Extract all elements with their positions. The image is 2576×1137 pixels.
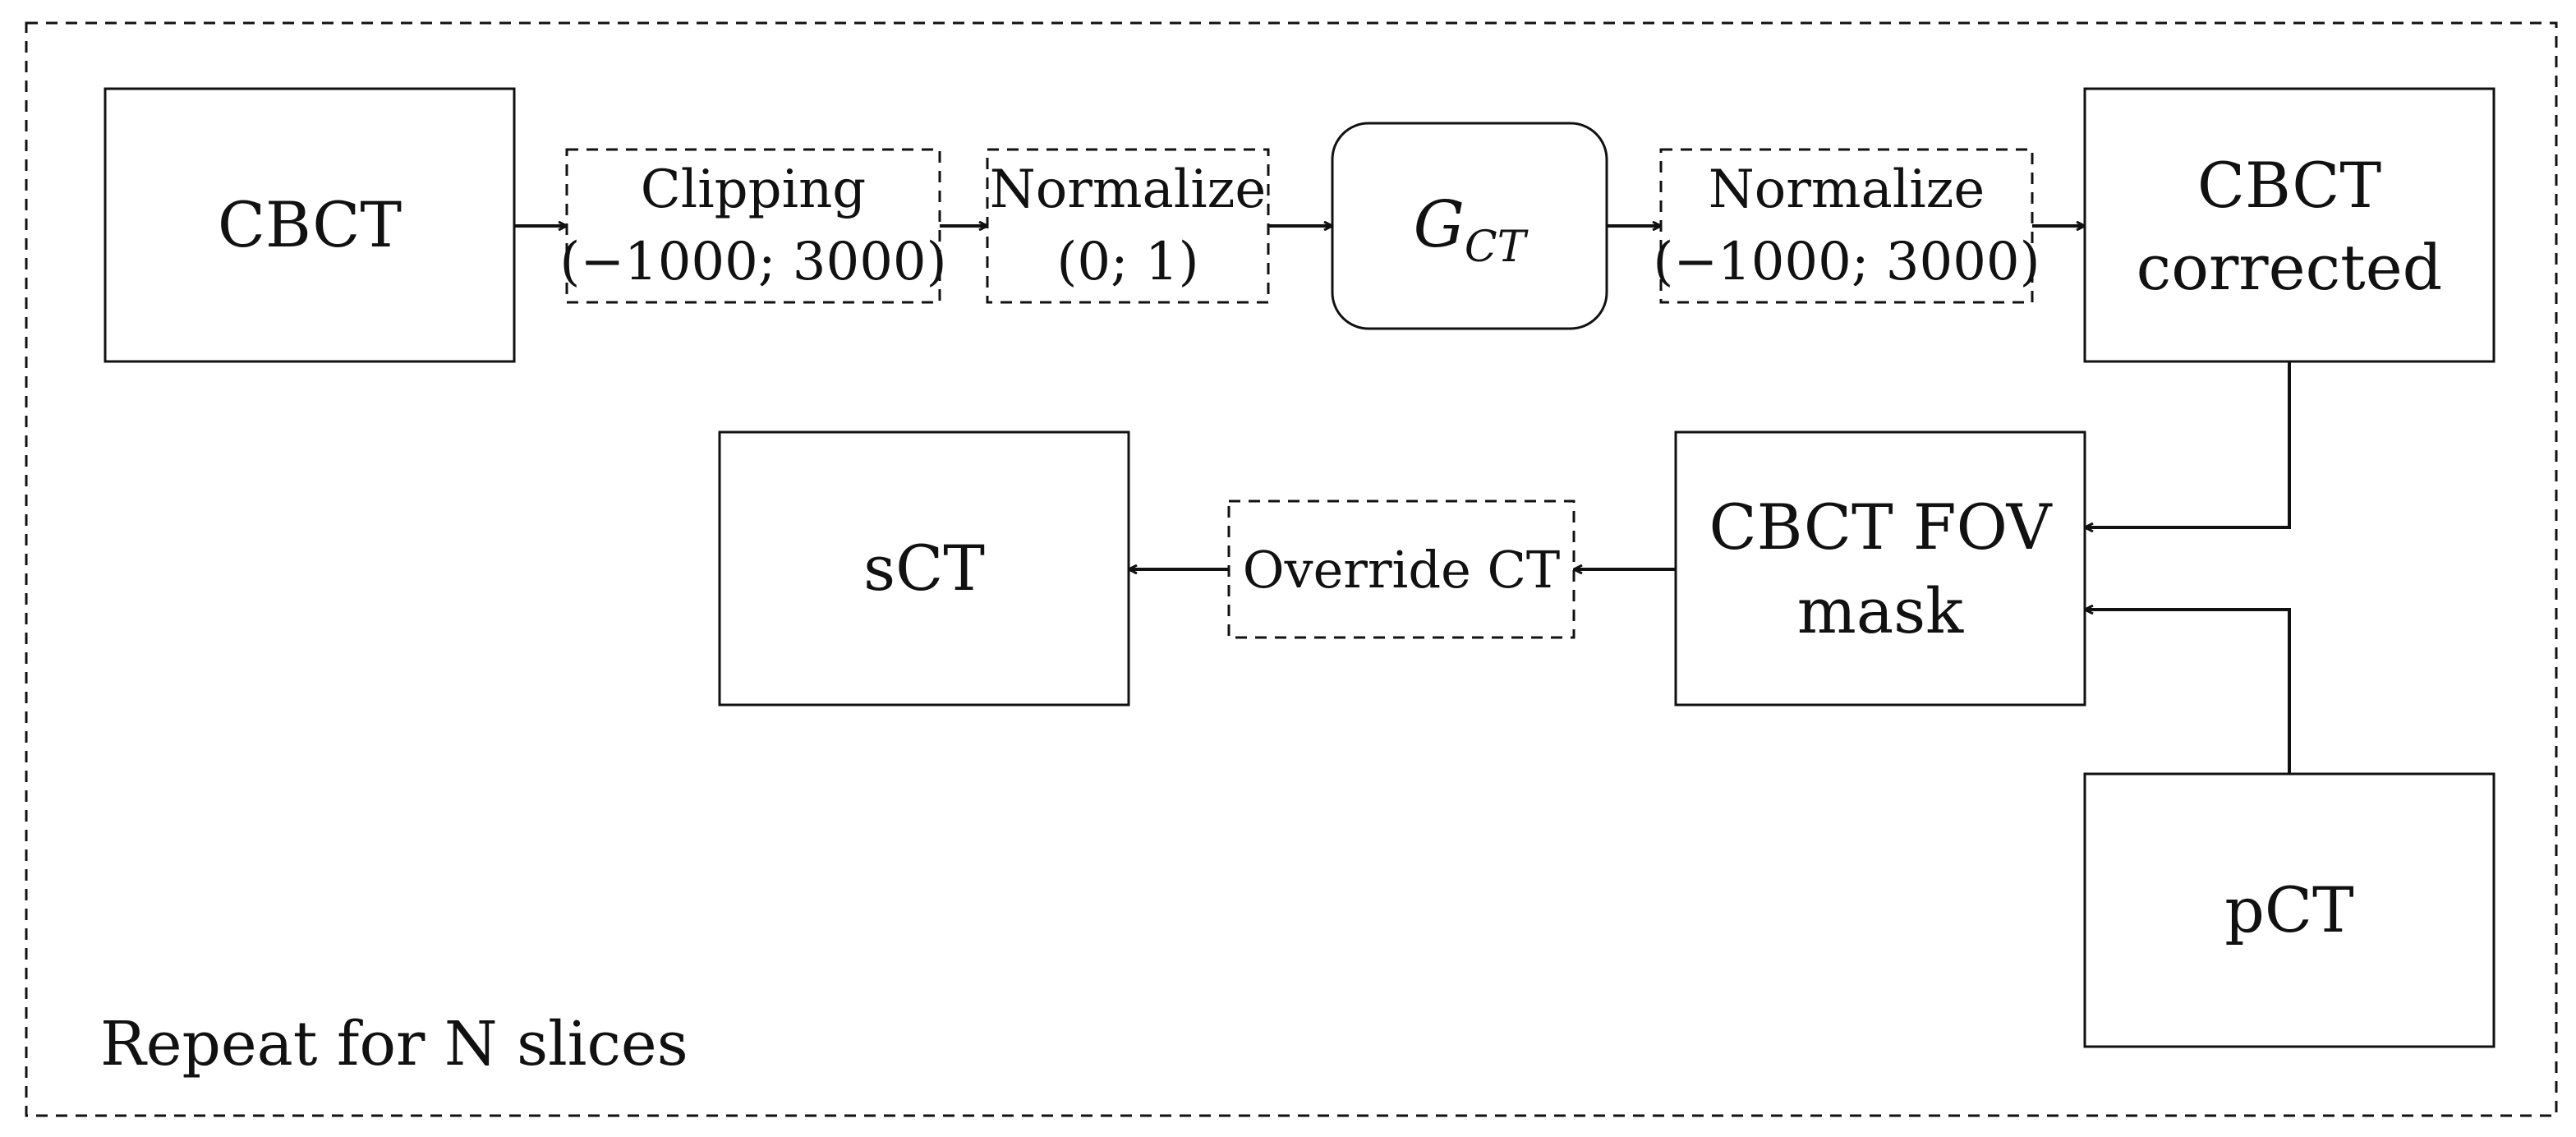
- generator-node: GCT: [1331, 122, 1608, 330]
- normalize-01-range: (0; 1): [1056, 232, 1198, 292]
- cbct-corrected-label-2: corrected: [2137, 231, 2443, 304]
- repeat-frame: [25, 21, 2558, 1117]
- arrow-pct-to-fov-mask: [2085, 610, 2291, 774]
- normalize-01-node: Normalize (0; 1): [986, 148, 1270, 304]
- arrow-corrected-to-fov-mask: [2085, 361, 2291, 527]
- generator-label: GCT: [1414, 188, 1529, 272]
- clipping-range: (−1000; 3000): [559, 232, 946, 292]
- generator-symbol: G: [1414, 188, 1465, 262]
- connectors: [514, 226, 2291, 774]
- clipping-node: Clipping (−1000; 3000): [559, 148, 947, 304]
- override-ct-node: Override CT: [1227, 499, 1576, 639]
- sct-node: sCT: [718, 430, 1130, 707]
- normalize-01-label: Normalize: [990, 159, 1267, 220]
- clipping-label: Clipping: [641, 159, 867, 220]
- generator-subscript: CT: [1465, 223, 1529, 272]
- cbct-corrected-label-1: CBCT: [2197, 149, 2381, 222]
- pct-label: pCT: [2224, 873, 2354, 946]
- pct-node: pCT: [2083, 772, 2496, 1048]
- repeat-label: Repeat for N slices: [100, 1009, 688, 1079]
- normalize-hu-range: (−1000; 3000): [1653, 232, 2040, 292]
- cbct-label: CBCT: [218, 188, 402, 261]
- cbct-node: CBCT: [104, 87, 516, 363]
- fov-mask-label-1: CBCT FOV: [1709, 490, 2053, 564]
- normalize-hu-node: Normalize (−1000; 3000): [1653, 148, 2040, 304]
- fov-mask-label-2: mask: [1797, 574, 1964, 647]
- cbct-corrected-node: CBCT corrected: [2083, 87, 2496, 363]
- sct-label: sCT: [863, 532, 985, 605]
- fov-mask-node: CBCT FOV mask: [1674, 430, 2086, 707]
- normalize-hu-label: Normalize: [1709, 159, 1985, 220]
- override-ct-label: Override CT: [1243, 540, 1561, 600]
